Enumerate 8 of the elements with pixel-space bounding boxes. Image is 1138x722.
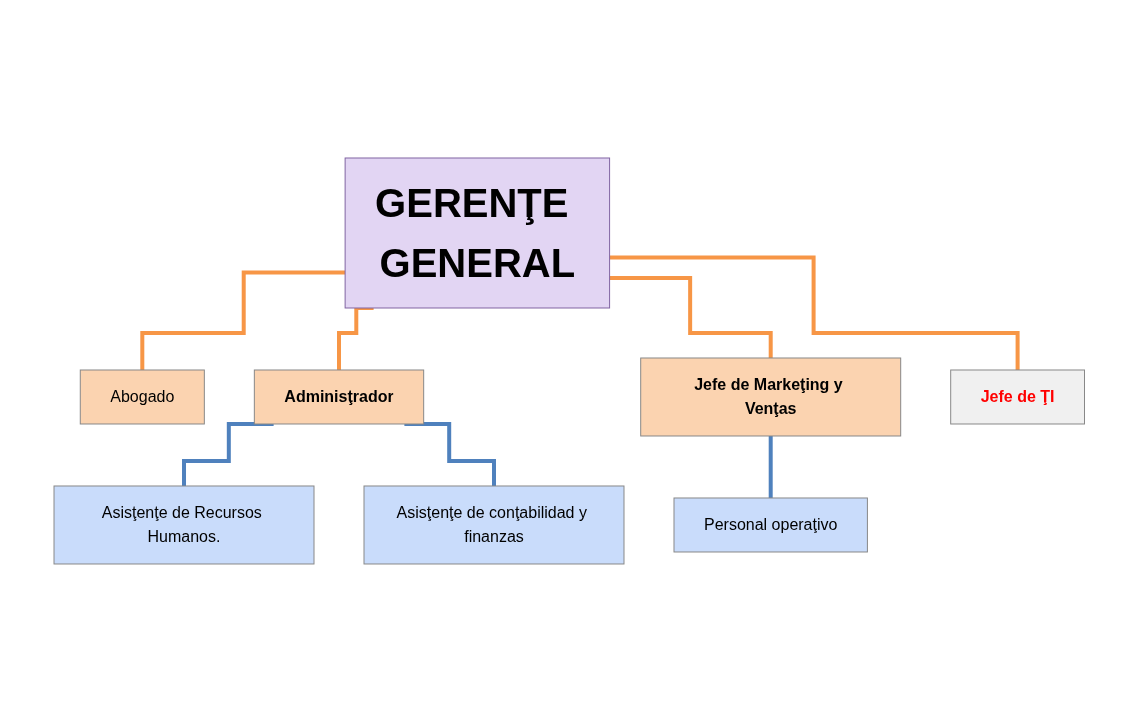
node-box: GERENŢE GENERAL	[344, 157, 610, 309]
node-box: Adminisţrador	[253, 369, 424, 425]
node-box: Asisţenţe de Recursos Humanos.	[53, 485, 315, 565]
node-box: Jefe de Markeţing y Venţas	[639, 357, 901, 437]
node-box: Jefe de ŢI	[949, 369, 1085, 425]
node-box: Asisţenţe de conţabilidad y finanzas	[363, 485, 625, 565]
node-box: Abogado	[79, 369, 205, 425]
node-box: Personal operaţivo	[673, 497, 868, 553]
